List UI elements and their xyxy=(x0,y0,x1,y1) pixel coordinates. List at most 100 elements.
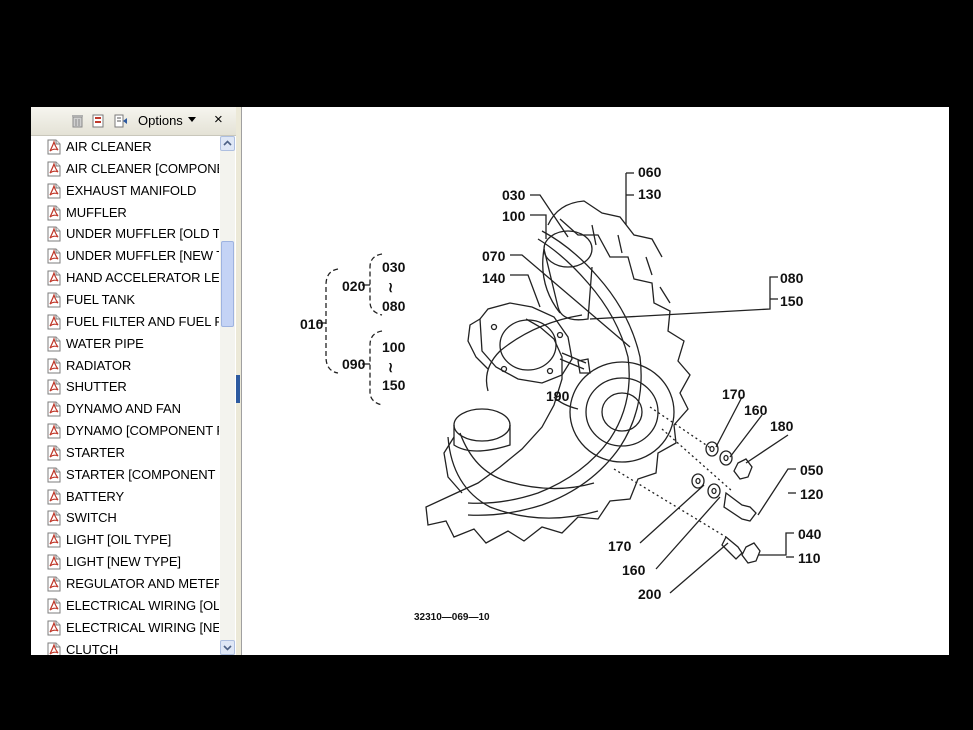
pdf-bookmark-icon xyxy=(47,336,61,352)
bookmark-item[interactable]: BATTERY xyxy=(31,486,219,508)
chevron-up-icon xyxy=(223,140,232,146)
bookmark-label: STARTER [COMPONENT P xyxy=(66,466,219,482)
bookmark-label: AIR CLEANER xyxy=(66,139,152,154)
bookmark-label: MUFFLER xyxy=(66,204,127,220)
callout-080: 080 xyxy=(780,270,804,286)
tree-a-bottom-label: 080 xyxy=(382,298,406,314)
bookmark-label: HAND ACCELERATOR LEV xyxy=(66,270,219,286)
bookmark-label: BATTERY xyxy=(66,488,125,504)
bookmark-label: ELECTRICAL WIRING [NEV xyxy=(66,619,219,635)
bookmark-item[interactable]: STARTER [COMPONENT P xyxy=(31,464,219,486)
callout-200: 200 xyxy=(638,586,662,602)
bookmark-scrollbar[interactable] xyxy=(220,136,235,655)
bookmark-label: REGULATOR AND METER xyxy=(66,576,219,591)
trash-icon[interactable] xyxy=(71,114,84,128)
bookmark-item[interactable]: UNDER MUFFLER [OLD TY xyxy=(31,223,219,245)
callout-190: 190 xyxy=(546,388,570,404)
bookmark-item[interactable]: FUEL FILTER AND FUEL P xyxy=(31,311,219,333)
bookmark-item[interactable]: LIGHT [OIL TYPE] xyxy=(31,529,219,551)
bookmark-item[interactable]: DYNAMO [COMPONENT P xyxy=(31,420,219,442)
bookmark-label: FUEL FILTER AND FUEL P xyxy=(66,313,219,329)
scroll-up-button[interactable] xyxy=(220,136,235,151)
callout-100: 100 xyxy=(502,208,526,224)
callout-170-top: 170 xyxy=(722,386,746,402)
bookmark-item[interactable]: STARTER xyxy=(31,442,219,464)
bookmarks-toolbar: Options × xyxy=(31,107,236,136)
bookmark-item[interactable]: FUEL TANK xyxy=(31,289,219,311)
pdf-bookmark-icon xyxy=(47,467,61,483)
bookmark-item[interactable]: WATER PIPE xyxy=(31,333,219,355)
bookmark-label: UNDER MUFFLER [OLD TY xyxy=(66,226,219,242)
bookmark-item[interactable]: AIR CLEANER [COMPONE xyxy=(31,158,219,180)
callout-130: 130 xyxy=(638,186,662,202)
bookmark-item[interactable]: UNDER MUFFLER [NEW T xyxy=(31,245,219,267)
bookmark-item[interactable]: SHUTTER xyxy=(31,376,219,398)
bookmark-item[interactable]: HAND ACCELERATOR LEV xyxy=(31,267,219,289)
callout-160-bottom: 160 xyxy=(622,562,646,578)
bookmark-item[interactable]: ELECTRICAL WIRING [OLD xyxy=(31,595,219,617)
pdf-bookmark-icon xyxy=(47,532,61,548)
collapse-bookmark-icon[interactable] xyxy=(114,114,127,128)
bookmark-item[interactable]: RADIATOR xyxy=(31,355,219,377)
bookmark-item[interactable]: AIR CLEANER xyxy=(31,136,219,158)
bookmark-label: ELECTRICAL WIRING [OLD xyxy=(66,597,219,613)
pdf-bookmark-icon xyxy=(47,423,61,439)
bookmark-label: STARTER xyxy=(66,444,125,460)
pdf-bookmark-icon xyxy=(47,401,61,417)
bookmark-item[interactable]: REGULATOR AND METER xyxy=(31,573,219,595)
pdf-bookmark-icon xyxy=(47,445,61,461)
bookmark-item[interactable]: EXHAUST MANIFOLD xyxy=(31,180,219,202)
pdf-bookmark-icon xyxy=(47,510,61,526)
pdf-bookmark-icon xyxy=(47,598,61,614)
pdf-bookmark-icon xyxy=(47,379,61,395)
pdf-bookmark-icon xyxy=(47,358,61,373)
pdf-bookmark-icon xyxy=(47,489,61,505)
callout-180: 180 xyxy=(770,418,794,434)
bookmark-label: EXHAUST MANIFOLD xyxy=(66,182,197,198)
pdf-bookmark-icon xyxy=(47,292,61,308)
bookmark-item[interactable]: LIGHT [NEW TYPE] xyxy=(31,551,219,573)
bookmark-item[interactable]: MUFFLER xyxy=(31,202,219,224)
bookmark-label: FUEL TANK xyxy=(66,291,135,307)
pdf-bookmark-icon xyxy=(47,226,61,242)
callout-120: 120 xyxy=(800,486,824,502)
parts-diagram: 010 020 030 ≀ 080 090 100 ≀ 150 060 130 … xyxy=(300,164,824,623)
pdf-bookmark-icon xyxy=(47,314,61,330)
tree-a-top-label: 030 xyxy=(382,259,406,275)
pdf-bookmark-icon xyxy=(47,161,61,177)
bookmark-label: SHUTTER xyxy=(66,379,127,395)
document-page[interactable]: 010 020 030 ≀ 080 090 100 ≀ 150 060 130 … xyxy=(242,107,949,655)
callout-110: 110 xyxy=(798,550,821,566)
splitter-handle[interactable] xyxy=(236,375,240,403)
pdf-bookmark-icon xyxy=(47,620,61,636)
tree-b-top-label: 100 xyxy=(382,339,406,355)
bookmark-item[interactable]: SWITCH xyxy=(31,507,219,529)
close-icon[interactable]: × xyxy=(214,111,223,128)
bookmark-item[interactable]: ELECTRICAL WIRING [NEV xyxy=(31,617,219,639)
scroll-down-button[interactable] xyxy=(220,640,235,655)
pdf-bookmark-icon xyxy=(47,183,61,199)
figure-id: 32310—069—10 xyxy=(414,612,490,623)
bookmark-label: LIGHT [NEW TYPE] xyxy=(66,554,181,570)
tree-b-tilde: ≀ xyxy=(388,359,393,375)
bookmark-label: SWITCH xyxy=(66,510,117,526)
scroll-thumb[interactable] xyxy=(221,241,234,327)
bookmark-list: AIR CLEANER AIR CLEANER [COMPONE EXHAUST M… xyxy=(31,136,219,655)
bookmark-label: CLUTCH xyxy=(66,641,119,655)
chevron-down-icon[interactable] xyxy=(188,117,196,122)
bookmark-label: RADIATOR xyxy=(66,357,132,373)
pdf-viewer-window: Options × AIR CLEANER AIR CLEANER [COMPON… xyxy=(31,107,949,655)
options-menu-button[interactable]: Options xyxy=(138,113,183,128)
pdf-bookmark-icon xyxy=(47,270,61,286)
pdf-bookmark-icon xyxy=(47,248,61,264)
callout-040: 040 xyxy=(798,526,822,542)
callout-030: 030 xyxy=(502,187,526,203)
callout-070: 070 xyxy=(482,248,506,264)
bookmark-item[interactable]: DYNAMO AND FAN xyxy=(31,398,219,420)
bookmarks-panel: Options × AIR CLEANER AIR CLEANER [COMPON… xyxy=(31,107,237,655)
expand-bookmark-icon[interactable] xyxy=(92,114,105,128)
bookmark-item[interactable]: CLUTCH xyxy=(31,639,219,655)
bookmark-label: UNDER MUFFLER [NEW T xyxy=(66,248,219,264)
pdf-bookmark-icon xyxy=(47,576,61,592)
pdf-bookmark-icon xyxy=(47,205,61,221)
